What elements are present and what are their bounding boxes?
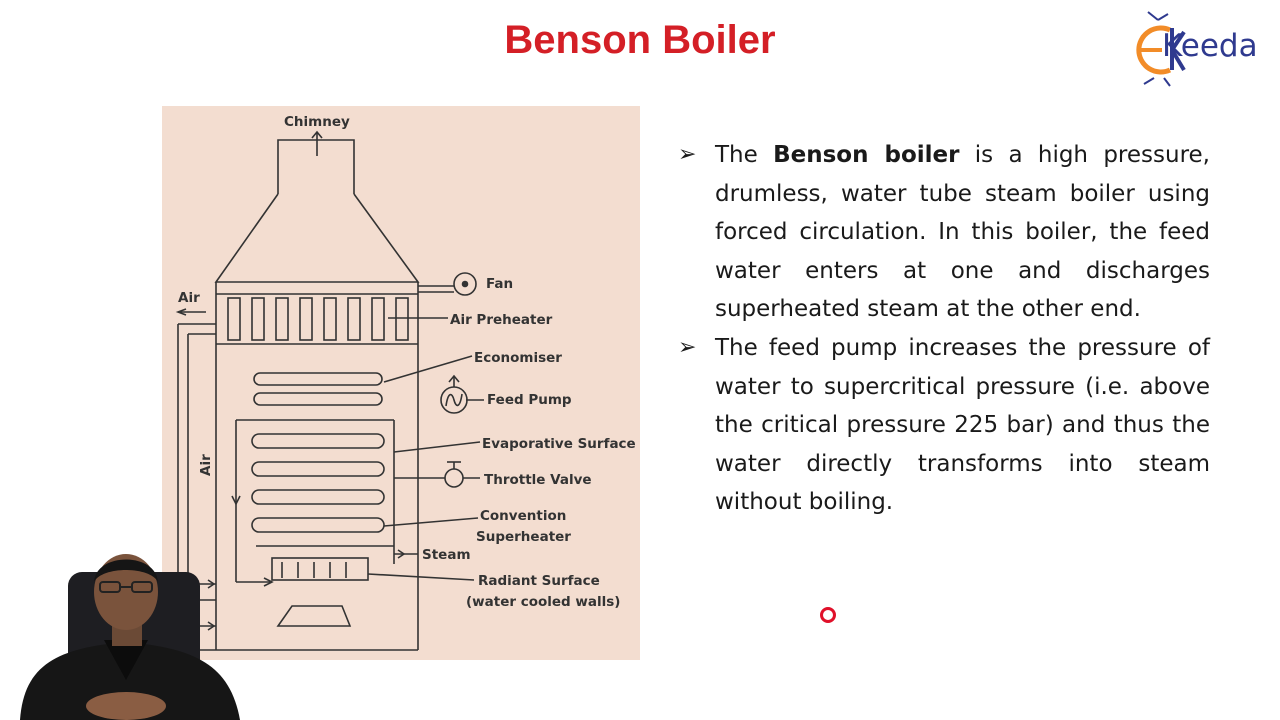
bullet-1-pre: The (715, 142, 773, 168)
bullet-arrow-icon: ➢ (678, 136, 708, 175)
label-water-cooled-walls: (water cooled walls) (466, 594, 620, 610)
label-chimney: Chimney (284, 114, 350, 130)
label-throttle-valve: Throttle Valve (484, 472, 592, 488)
label-air-preheater: Air Preheater (450, 312, 553, 328)
label-superheater: Superheater (476, 529, 571, 545)
label-air-top: Air (178, 290, 200, 306)
label-radiant-surface: Radiant Surface (478, 573, 600, 589)
label-fan: Fan (486, 276, 513, 292)
logo-brand-text: Keeda (1162, 28, 1258, 64)
label-feed-pump: Feed Pump (487, 392, 572, 408)
bullet-list: ➢ The Benson boiler is a high pressure, … (678, 136, 1210, 522)
slide-title: Benson Boiler (0, 18, 1280, 63)
label-evaporative-surface: Evaporative Surface (482, 436, 636, 452)
label-economiser: Economiser (474, 350, 562, 366)
bullet-1-bold: Benson boiler (773, 142, 959, 168)
label-steam: Steam (422, 547, 471, 563)
bullet-item: ➢ The Benson boiler is a high pressure, … (678, 136, 1210, 329)
bullet-1-post: is a high pressure, drumless, water tube… (715, 142, 1210, 322)
presenter-video-overlay (0, 530, 250, 720)
bullet-item: ➢ The feed pump increases the pressure o… (678, 329, 1210, 522)
bullet-arrow-icon: ➢ (678, 329, 708, 368)
bullet-2-text: The feed pump increases the pressure of … (715, 335, 1210, 515)
cursor-pointer-indicator (820, 607, 836, 623)
label-air-side: Air (198, 454, 214, 476)
label-convention: Convention (480, 508, 566, 524)
